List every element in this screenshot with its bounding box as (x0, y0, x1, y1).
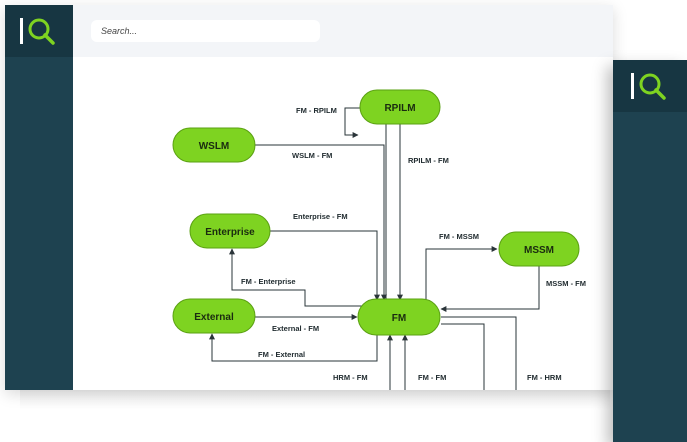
edge-fm-hrm (441, 316, 517, 390)
left-sidebar (5, 5, 73, 390)
node-rpilm[interactable]: RPILM (359, 89, 441, 125)
node-fm-label: FM (392, 313, 406, 324)
iq-logo-icon (631, 73, 666, 100)
node-external[interactable]: External (172, 298, 256, 334)
edge-enterprise-fm (270, 230, 380, 301)
edge-fm-hrm-line (441, 323, 485, 390)
node-mssm-label: MSSM (524, 245, 554, 256)
main-window (5, 5, 613, 390)
edge-fm-mssm (425, 246, 498, 300)
node-external-label: External (194, 312, 234, 323)
top-bar (73, 5, 613, 57)
search-input[interactable] (91, 20, 320, 42)
node-enterprise[interactable]: Enterprise (189, 213, 271, 249)
edge-wslm-fm (255, 144, 387, 301)
edge-fm-enterprise (229, 248, 372, 307)
edge-mssm-fm (440, 265, 540, 312)
label-fm-enterprise: FM - Enterprise (241, 277, 296, 286)
node-enterprise-label: Enterprise (205, 227, 255, 238)
label-wslm-fm: WSLM - FM (292, 151, 332, 160)
node-fm[interactable]: FM (357, 298, 441, 336)
iq-logo-icon (20, 18, 55, 45)
label-fm-mssm: FM - MSSM (439, 232, 479, 241)
label-external-fm: External - FM (272, 324, 319, 333)
right-panel-logo[interactable] (613, 60, 687, 112)
edge-fm-external (209, 333, 378, 362)
label-hrm-fm: HRM - FM (333, 373, 368, 382)
label-mssm-fm: MSSM - FM (546, 279, 586, 288)
node-mssm[interactable]: MSSM (498, 231, 580, 267)
label-fm-fm: FM - FM (418, 373, 446, 382)
edge-fm-rpilm (344, 107, 387, 300)
node-rpilm-label: RPILM (384, 103, 415, 114)
label-enterprise-fm: Enterprise - FM (293, 212, 348, 221)
label-fm-rpilm: FM - RPILM (296, 106, 337, 115)
label-rpilm-fm: RPILM - FM (408, 156, 449, 165)
frame-shadow (20, 390, 610, 410)
node-wslm-label: WSLM (199, 141, 230, 152)
label-fm-external: FM - External (258, 350, 305, 359)
right-sidebar-panel (613, 60, 687, 442)
label-fm-hrm: FM - HRM (527, 373, 562, 382)
node-wslm[interactable]: WSLM (172, 127, 256, 163)
app-logo[interactable] (5, 5, 73, 57)
